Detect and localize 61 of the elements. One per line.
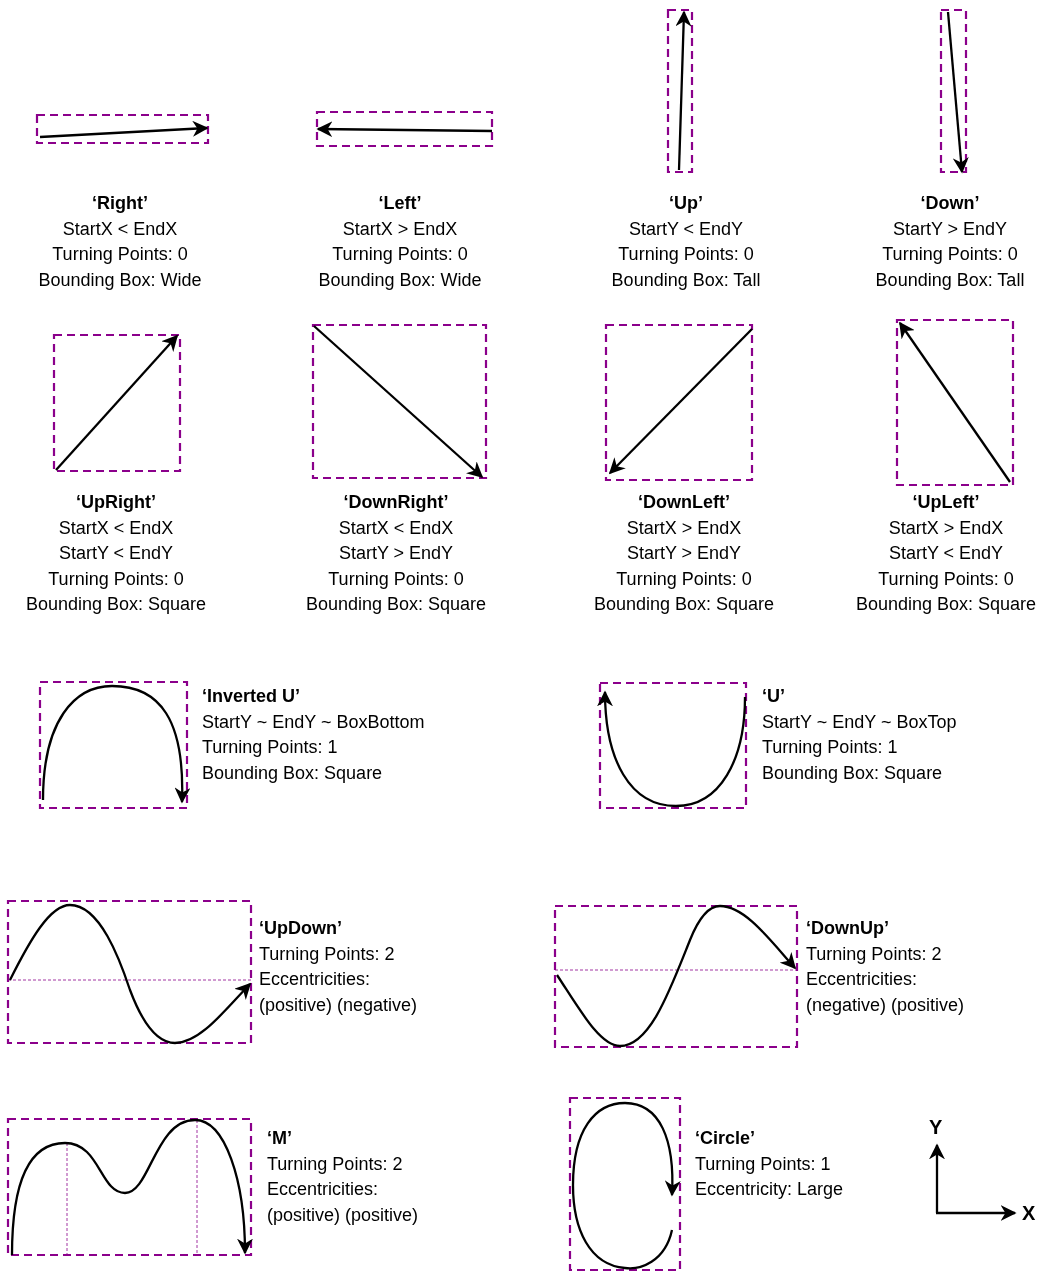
axis-label: Y [929,1117,943,1138]
gesture-name: ‘Circle’ [695,1128,756,1149]
gesture-property: StartY ~ EndY ~ BoxBottom [202,711,425,733]
gesture-name: ‘DownUp’ [806,918,889,939]
gesture-name: ‘UpDown’ [259,918,342,939]
gesture-property: StartX > EndX [888,517,1004,539]
gesture-property: Bounding Box: Wide [318,269,482,291]
gesture-name: ‘U’ [762,686,785,707]
gesture-property: StartX < EndX [62,218,178,240]
gesture-property: Eccentricities: [806,969,918,991]
gesture-property: StartY > EndY [338,543,454,565]
gesture-property: Turning Points: 0 [882,244,1018,266]
gesture-property: Turning Points: 0 [332,244,468,266]
gesture-property: (positive) (positive) [267,1204,419,1226]
gesture-property: Turning Points: 0 [878,568,1014,590]
gesture-property: StartY > EndY [626,543,742,565]
gesture-name: ‘M’ [267,1128,292,1149]
gesture-property: Eccentricities: [267,1179,379,1201]
gesture-name: ‘UpLeft’ [912,492,980,513]
gesture-property: StartY > EndY [892,218,1008,240]
axis-label: X [1022,1203,1036,1224]
gesture-property: StartX > EndX [626,517,742,539]
gesture-property: Bounding Box: Tall [875,269,1025,291]
gesture-property: StartY < EndY [58,543,174,565]
gesture-property: Turning Points: 0 [48,568,184,590]
gesture-property: Turning Points: 0 [618,244,754,266]
gesture-name: ‘Down’ [920,193,980,214]
gesture-name: ‘DownRight’ [343,492,449,513]
gesture-property: StartY < EndY [888,543,1004,565]
gesture-property: Bounding Box: Square [202,762,383,784]
gesture-property: Turning Points: 1 [202,737,338,759]
gesture-property: Turning Points: 1 [695,1153,831,1175]
gesture-property: Bounding Box: Square [855,594,1037,616]
gesture-name: ‘DownLeft’ [638,492,730,513]
gesture-property: Bounding Box: Square [762,762,943,784]
gesture-property: Bounding Box: Square [593,594,775,616]
gesture-property: Turning Points: 0 [52,244,188,266]
gesture-property: Turning Points: 2 [267,1153,403,1175]
gesture-property: (negative) (positive) [806,994,965,1016]
gesture-property: Turning Points: 2 [259,943,395,965]
gesture-property: Eccentricities: [259,969,371,991]
gesture-property: StartX > EndX [342,218,458,240]
gesture-name: ‘Left’ [378,193,422,214]
gesture-property: Bounding Box: Square [25,594,207,616]
gesture-property: StartY < EndY [628,218,744,240]
gesture-property: StartX < EndX [58,517,174,539]
gesture-property: Bounding Box: Square [305,594,487,616]
gesture-property: (positive) (negative) [259,994,418,1016]
gesture-property: StartX < EndX [338,517,454,539]
gesture-property: Turning Points: 0 [328,568,464,590]
gesture-name: ‘UpRight’ [76,492,156,513]
gesture-property: Bounding Box: Tall [611,269,761,291]
gesture-name: ‘Up’ [669,193,703,214]
gesture-property: Eccentricity: Large [695,1179,844,1201]
gesture-property: StartY ~ EndY ~ BoxTop [762,711,957,733]
gesture-name: ‘Inverted U’ [202,686,301,707]
gesture-name: ‘Right’ [92,193,148,214]
gesture-property: Turning Points: 1 [762,737,898,759]
gesture-property: Turning Points: 2 [806,943,942,965]
gesture-property: Bounding Box: Wide [38,269,202,291]
gesture-property: Turning Points: 0 [616,568,752,590]
